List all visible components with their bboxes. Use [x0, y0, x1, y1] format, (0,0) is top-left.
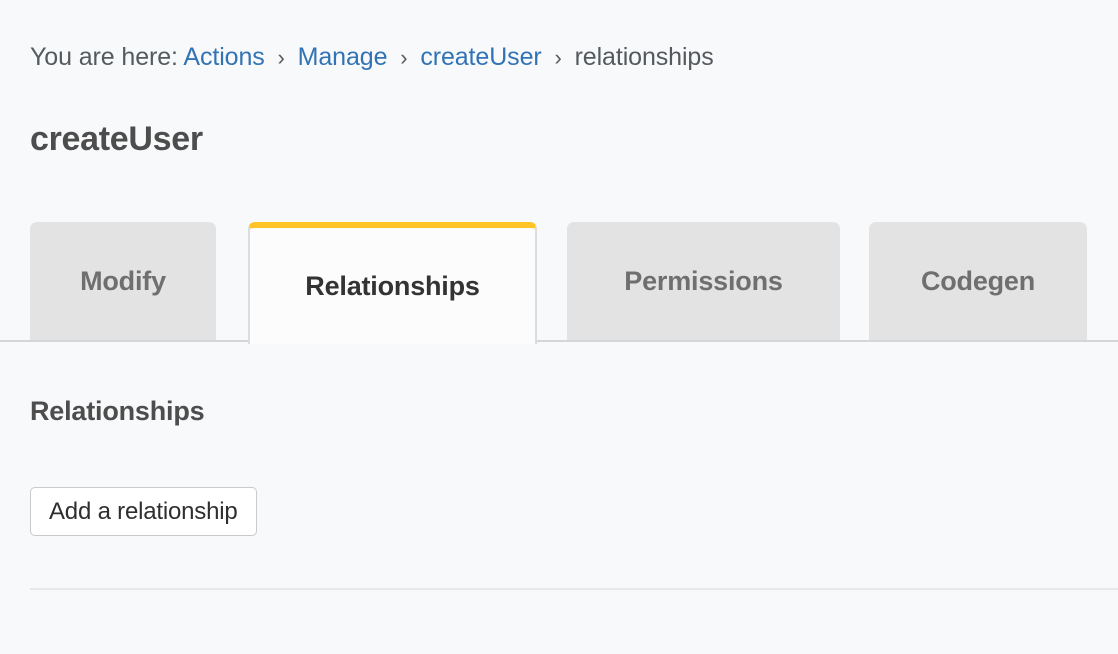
tab-permissions[interactable]: Permissions: [567, 222, 840, 340]
chevron-right-icon: ›: [277, 45, 285, 70]
section-heading-relationships: Relationships: [30, 396, 205, 426]
page-title: createUser: [30, 120, 203, 158]
tab-modify[interactable]: Modify: [30, 222, 216, 340]
tab-permissions-label: Permissions: [624, 265, 783, 296]
tab-relationships-label: Relationships: [305, 270, 480, 301]
breadcrumb-link-createuser[interactable]: createUser: [420, 43, 542, 71]
tab-codegen[interactable]: Codegen: [869, 222, 1087, 340]
section-divider: [30, 588, 1118, 590]
breadcrumb: You are here: Actions › Manage › createU…: [30, 42, 714, 73]
add-relationship-button[interactable]: Add a relationship: [30, 487, 257, 536]
tab-bar: Modify Relationships Permissions Codegen: [0, 222, 1118, 344]
tab-bar-divider: [0, 340, 1118, 342]
chevron-right-icon: ›: [400, 45, 408, 70]
tab-modify-label: Modify: [80, 265, 166, 296]
breadcrumb-current-relationships: relationships: [574, 43, 714, 71]
breadcrumb-link-manage[interactable]: Manage: [297, 43, 388, 71]
tab-relationships[interactable]: Relationships: [248, 222, 537, 344]
chevron-right-icon: ›: [554, 45, 562, 70]
breadcrumb-link-actions[interactable]: Actions: [183, 43, 265, 71]
breadcrumb-prefix: You are here:: [30, 43, 178, 71]
tab-codegen-label: Codegen: [920, 265, 1036, 296]
